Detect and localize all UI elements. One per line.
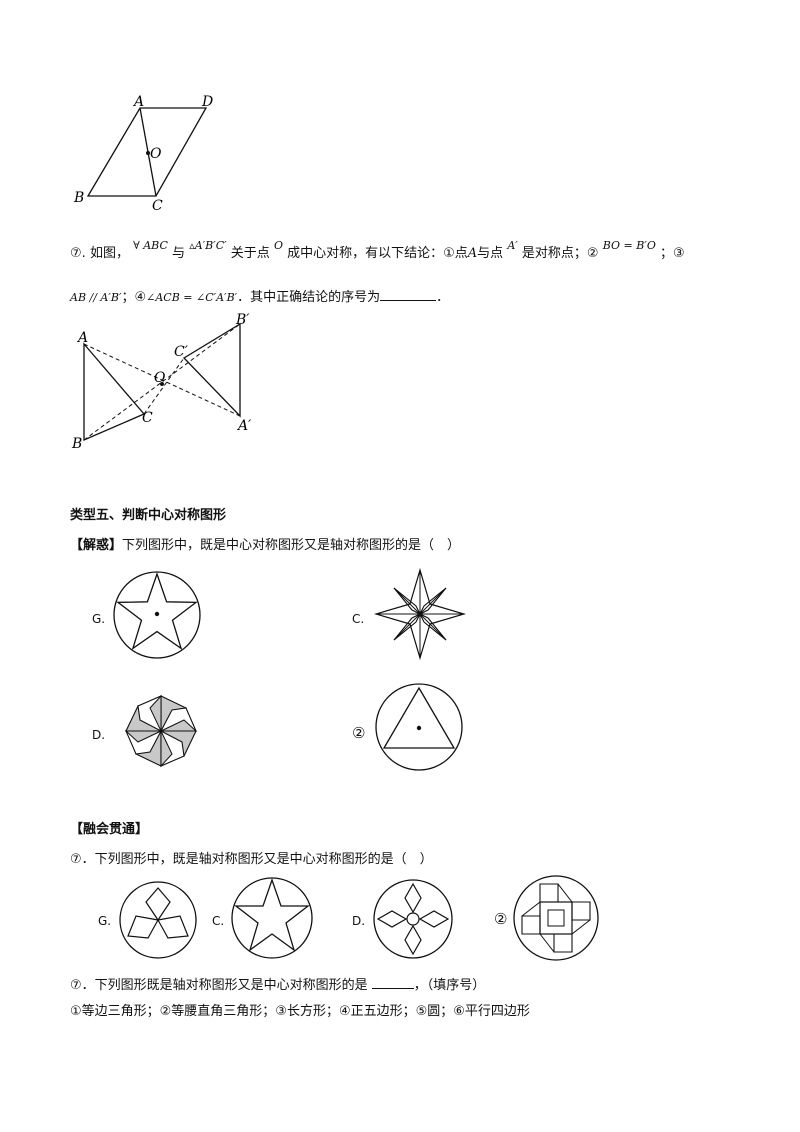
three-diamonds-figure[interactable]	[118, 880, 198, 960]
parallelogram-figure: A D O B C	[73, 94, 213, 214]
practice-option-c-label: C.	[212, 914, 225, 928]
label-B: B	[73, 190, 84, 206]
label-A: A	[76, 330, 88, 346]
compass-star-figure[interactable]	[374, 568, 466, 660]
section-title: 类型五、判断中心对称图形	[70, 508, 227, 523]
label-A-prime: A′	[236, 418, 252, 434]
answer-blank[interactable]	[380, 288, 437, 301]
central-symmetry-figure: A B′ C′ O C A′ B	[71, 312, 252, 452]
label-B: B	[71, 436, 82, 452]
question-1-line-2: AB // A′B′；④∠ACB = ∠C′A′B′．其中正确结论的序号为．	[70, 288, 450, 305]
practice-option-d-label: D.	[352, 914, 366, 928]
practice-option-list: ①等边三角形；②等腰直角三角形；③长方形；④正五边形；⑤圆；⑥平行四边形	[70, 1004, 530, 1019]
label-C: C	[142, 410, 153, 426]
label-D: D	[201, 94, 213, 110]
answer-blank-2[interactable]	[371, 976, 414, 989]
triangle-in-circle-figure[interactable]	[374, 682, 464, 772]
option-2-label: ②	[352, 724, 366, 742]
label-O: O	[150, 146, 162, 162]
option-g-label: G.	[92, 612, 106, 626]
pinwheel-figure[interactable]	[116, 686, 206, 776]
label-C: C	[152, 198, 163, 214]
label-C-prime: C′	[174, 344, 189, 360]
label-O: O	[154, 370, 166, 386]
label-A: A	[132, 94, 144, 110]
label-B-prime: B′	[235, 312, 250, 328]
star-in-circle-figure[interactable]	[112, 570, 202, 660]
star-in-circle-figure-2[interactable]	[230, 876, 314, 960]
practice-question-2: ⑦．下列图形既是轴对称图形又是中心对称图形的是 ，（填序号）	[70, 976, 486, 993]
rotational-squares-figure[interactable]	[512, 874, 600, 962]
four-diamonds-figure[interactable]	[372, 878, 454, 960]
section-question: 【解惑】下列图形中，既是中心对称图形又是轴对称图形的是（ ）	[70, 538, 461, 553]
option-d-label: D.	[92, 728, 106, 742]
practice-option-2-label: ②	[494, 910, 508, 928]
option-c-label: C.	[352, 612, 365, 626]
question-1-line-1: ⑦. 如图， ∀ ABC 与 ▵A′B′C′ 关于点 O 成中心对称，有以下结论…	[70, 239, 685, 261]
practice-question-1: ⑦．下列图形中，既是轴对称图形又是中心对称图形的是（ ）	[70, 852, 433, 867]
practice-title: 【融会贯通】	[70, 822, 149, 837]
practice-option-g-label: G.	[98, 914, 112, 928]
